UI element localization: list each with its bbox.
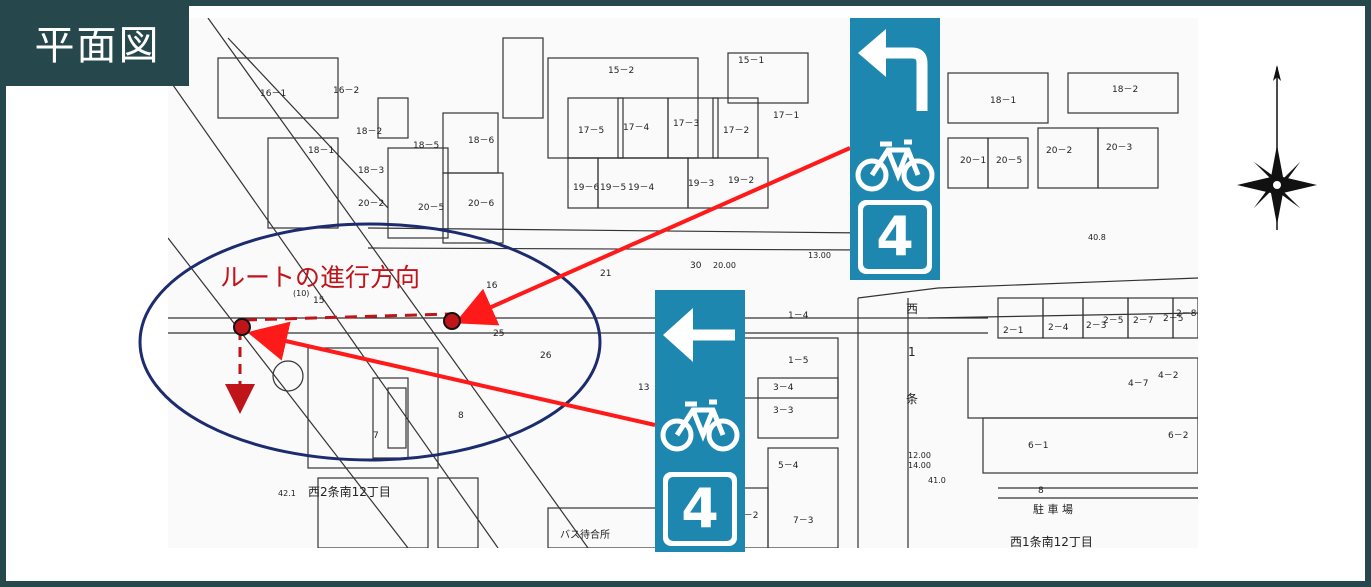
arrow-sign2-to-point <box>247 321 656 427</box>
svg-text:25: 25 <box>493 329 504 339</box>
bicycle-route-sign-left-turn: 4 <box>850 18 940 280</box>
svg-text:19－2: 19－2 <box>728 176 754 186</box>
svg-text:2－7: 2－7 <box>1133 316 1153 326</box>
svg-text:14.00: 14.00 <box>908 461 931 470</box>
svg-text:7－3: 7－3 <box>793 516 813 526</box>
svg-text:7: 7 <box>373 431 379 441</box>
svg-text:1: 1 <box>908 345 916 359</box>
svg-text:42.1: 42.1 <box>278 489 296 498</box>
map-linework: 16－1 16－2 15－2 15－1 17－1 18－1 18－2 18－1 … <box>168 18 1198 548</box>
svg-text:1－5: 1－5 <box>788 356 808 366</box>
svg-text:18－5: 18－5 <box>413 141 439 151</box>
svg-text:20－5: 20－5 <box>996 156 1022 166</box>
svg-text:バス待合所: バス待合所 <box>560 528 610 541</box>
svg-text:駐 車 場: 駐 車 場 <box>1033 502 1073 516</box>
svg-text:19－4: 19－4 <box>628 183 654 193</box>
svg-text:2－5: 2－5 <box>1103 316 1123 326</box>
svg-text:18－1: 18－1 <box>990 96 1016 106</box>
svg-text:20－3: 20－3 <box>1106 143 1132 153</box>
svg-text:6－2: 6－2 <box>1168 431 1188 441</box>
svg-text:26: 26 <box>540 351 552 361</box>
svg-text:17－5: 17－5 <box>578 126 604 136</box>
svg-text:8: 8 <box>1038 486 1044 496</box>
svg-text:20－2: 20－2 <box>1046 146 1072 156</box>
svg-text:19－5: 19－5 <box>600 183 626 193</box>
bicycle-icon <box>660 399 740 452</box>
svg-text:8: 8 <box>458 411 464 421</box>
svg-text:20－5: 20－5 <box>418 203 444 213</box>
svg-text:5－4: 5－4 <box>778 461 799 471</box>
route-dashed-horizontal <box>244 312 451 322</box>
bicycle-route-sign-left: 4 <box>655 290 745 552</box>
left-arrow-icon <box>663 308 735 362</box>
svg-text:2－4: 2－4 <box>1048 323 1069 333</box>
sign-location-marker-east <box>443 312 461 330</box>
svg-text:2－3: 2－3 <box>1086 321 1106 331</box>
svg-text:西: 西 <box>906 302 918 316</box>
svg-text:西2条南12丁目: 西2条南12丁目 <box>308 484 391 499</box>
svg-text:条: 条 <box>906 392 918 406</box>
target-area-ellipse <box>138 222 602 462</box>
svg-text:4－2: 4－2 <box>1158 371 1178 381</box>
svg-text:13.00: 13.00 <box>808 251 831 260</box>
svg-text:18－2: 18－2 <box>1112 85 1138 95</box>
svg-text:18－2: 18－2 <box>356 127 382 137</box>
svg-text:4－7: 4－7 <box>1128 379 1148 389</box>
route-number-badge: 4 <box>858 200 932 274</box>
svg-text:17－3: 17－3 <box>673 119 699 129</box>
svg-text:15－2: 15－2 <box>608 66 634 76</box>
svg-text:2－8: 2－8 <box>1176 309 1197 319</box>
svg-text:18－6: 18－6 <box>468 136 494 146</box>
svg-text:15: 15 <box>313 296 324 306</box>
svg-text:16－2: 16－2 <box>333 86 359 96</box>
svg-text:1－4: 1－4 <box>788 311 809 321</box>
svg-text:西1条南12丁目: 西1条南12丁目 <box>1010 534 1093 548</box>
svg-text:16－1: 16－1 <box>260 89 286 99</box>
north-arrow-compass-icon <box>1237 65 1317 230</box>
svg-text:20－2: 20－2 <box>358 199 384 209</box>
route-number-badge: 4 <box>663 472 737 546</box>
svg-text:17－4: 17－4 <box>623 123 649 133</box>
svg-text:6－1: 6－1 <box>1028 441 1048 451</box>
svg-text:13: 13 <box>638 383 649 393</box>
svg-text:41.0: 41.0 <box>928 476 946 485</box>
svg-text:19－3: 19－3 <box>688 179 714 189</box>
svg-text:7－2: 7－2 <box>738 511 758 521</box>
svg-text:20－6: 20－6 <box>468 199 494 209</box>
page-title: 平面図 <box>6 6 189 86</box>
svg-text:20－1: 20－1 <box>960 156 986 166</box>
svg-text:18－3: 18－3 <box>358 166 384 176</box>
svg-text:(10): (10) <box>293 289 309 298</box>
svg-text:12.00: 12.00 <box>908 451 931 460</box>
sign-location-marker-west <box>233 318 251 336</box>
route-number: 4 <box>668 477 732 541</box>
svg-text:15－1: 15－1 <box>738 56 764 66</box>
svg-text:16: 16 <box>486 281 498 291</box>
svg-text:20.00: 20.00 <box>713 261 736 270</box>
svg-text:40.8: 40.8 <box>1088 233 1106 242</box>
svg-text:21: 21 <box>600 269 611 279</box>
svg-text:2－1: 2－1 <box>1003 326 1023 336</box>
svg-text:3－4: 3－4 <box>773 383 794 393</box>
route-number: 4 <box>863 205 927 269</box>
svg-text:17－2: 17－2 <box>723 126 749 136</box>
svg-text:19－6: 19－6 <box>573 183 599 193</box>
svg-text:18－1: 18－1 <box>308 146 334 156</box>
route-direction-label: ルートの進行方向 <box>220 263 421 292</box>
svg-text:3－3: 3－3 <box>773 406 793 416</box>
svg-text:30: 30 <box>690 261 702 271</box>
left-turn-arrow-icon <box>858 29 928 111</box>
svg-text:17－1: 17－1 <box>773 111 799 121</box>
svg-text:2－5: 2－5 <box>1163 314 1183 324</box>
bicycle-icon <box>855 139 935 192</box>
arrow-sign1-to-point <box>454 146 851 326</box>
